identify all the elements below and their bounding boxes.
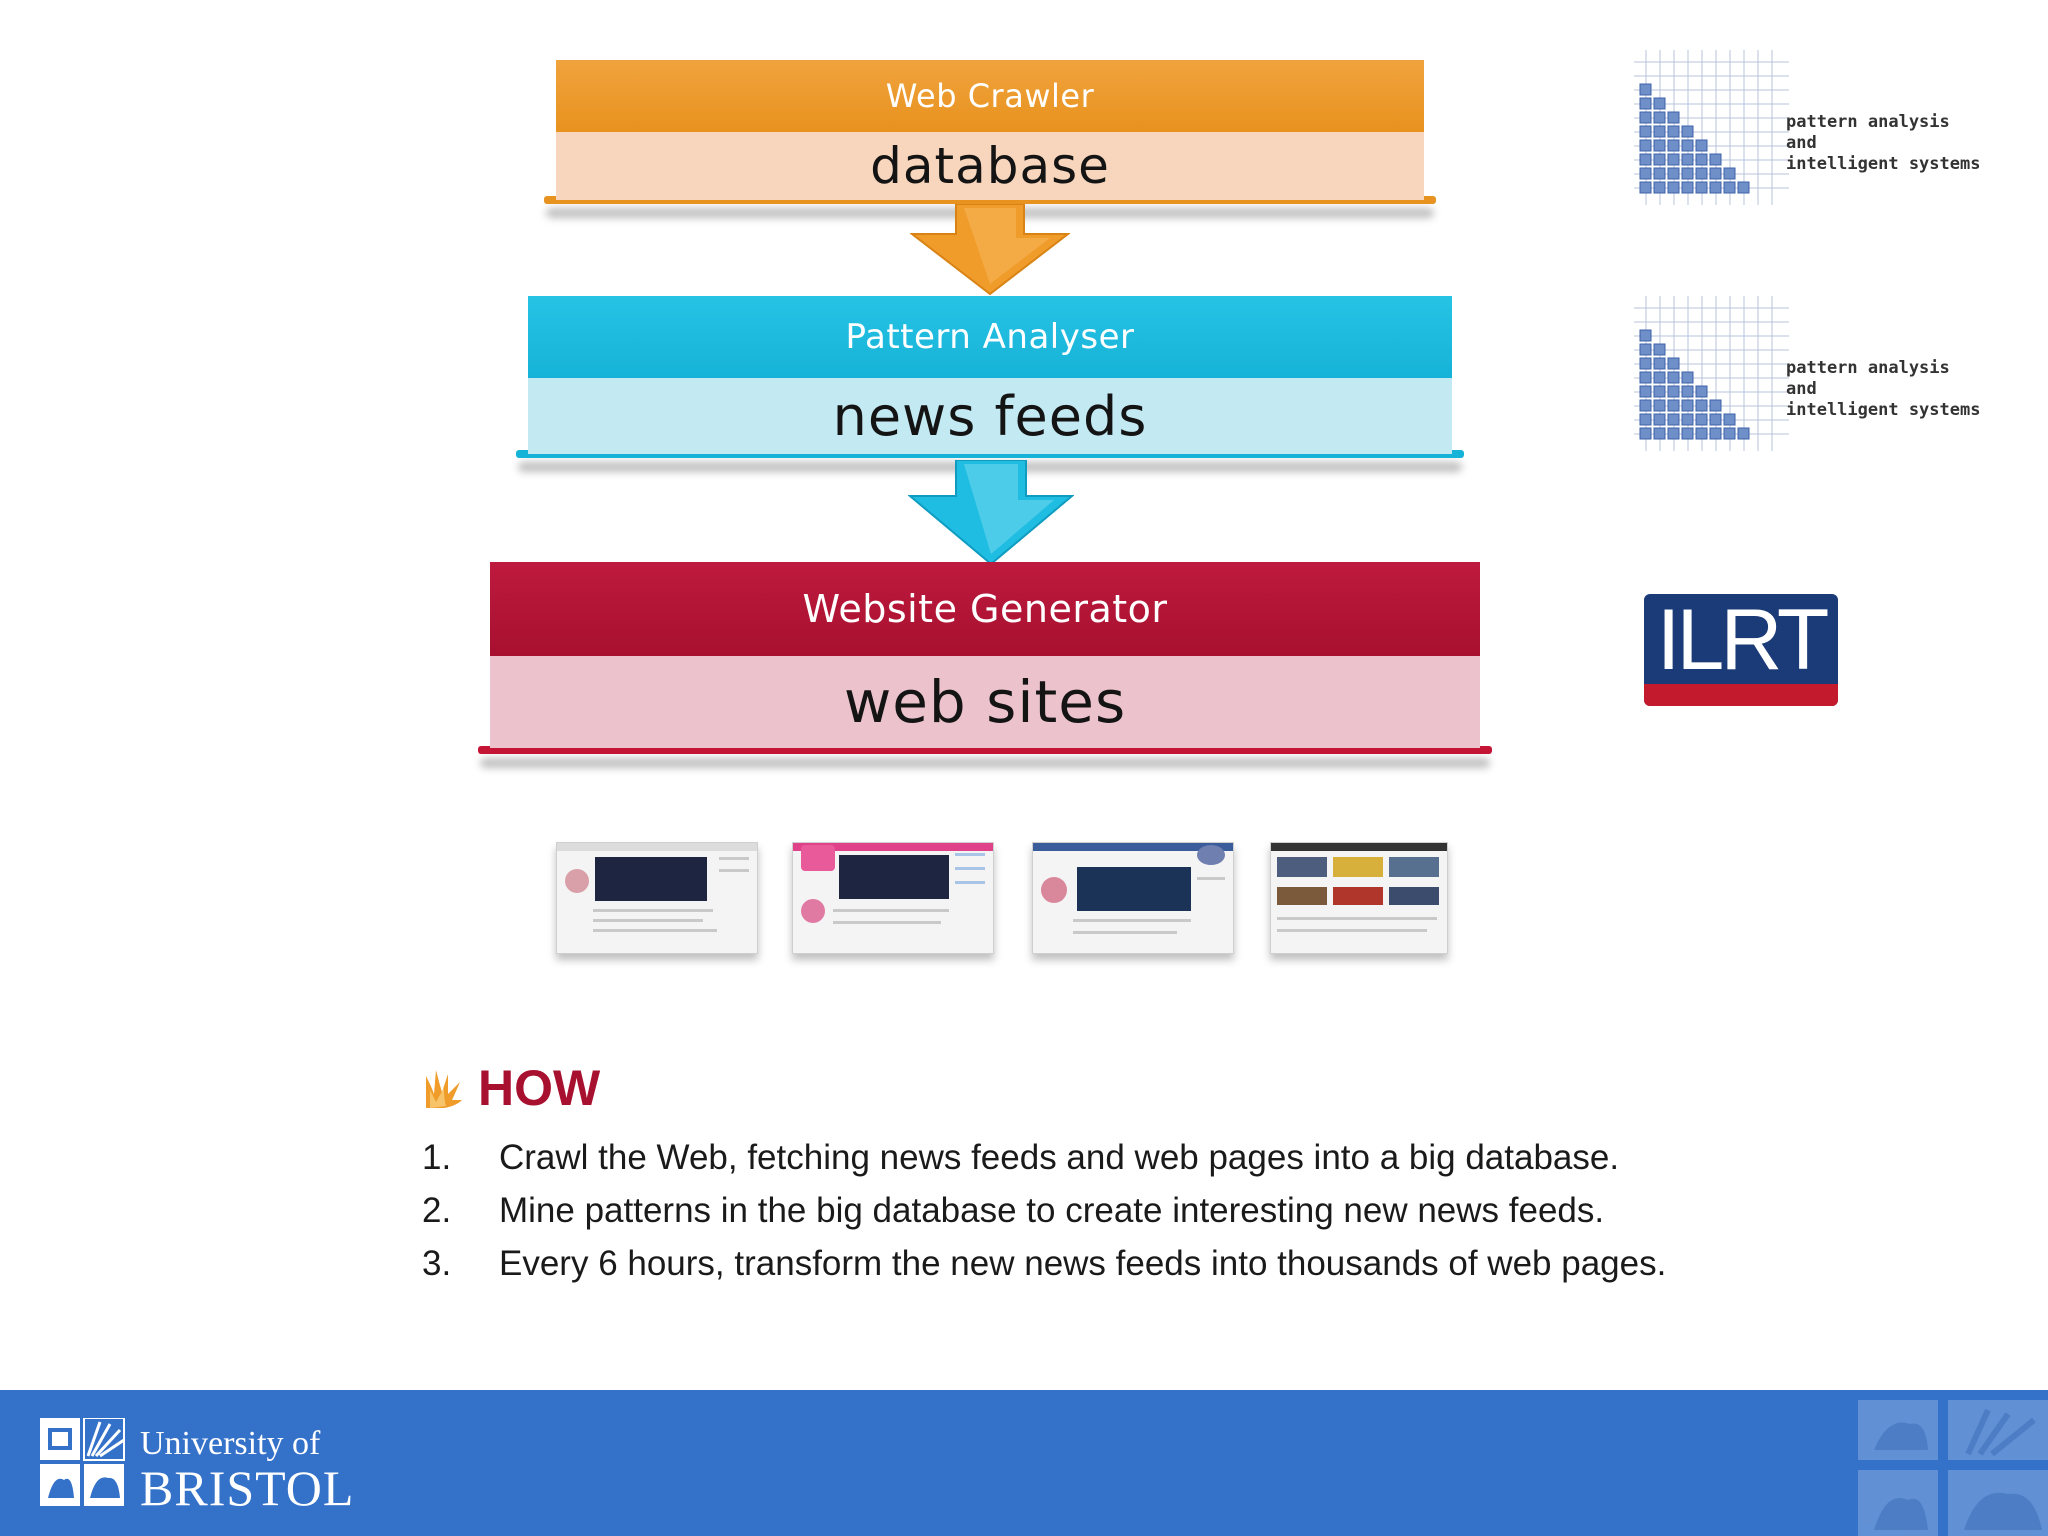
pattern-analyser-stage: Pattern Analyser news feeds [516,296,1464,472]
stage-base [544,196,1436,204]
crest-watermark-icon [1858,1400,2048,1536]
flame-bullet-icon [426,1070,462,1108]
how-title: HOW [478,1060,601,1116]
web-crawler-stage: Web Crawler database [544,60,1436,218]
step-number: 3. [422,1244,452,1283]
web-crawler-label: Web Crawler [556,60,1424,132]
pais-grid-icon [1634,296,1789,451]
step-text: Every 6 hours, transform the new news fe… [499,1244,1667,1283]
website-thumbnail [556,842,758,954]
stage-base [478,746,1492,754]
down-arrow-icon [908,460,1074,566]
stage-shadow [480,758,1490,768]
website-thumbnail [1032,842,1234,954]
step-number: 1. [422,1138,452,1177]
university-wordmark: University of BRISTOL [140,1425,355,1516]
web-sites-output-label: web sites [490,656,1480,748]
website-generator-stage: Website Generator web sites [478,562,1492,768]
website-generator-label: Website Generator [490,562,1480,656]
step-number: 2. [422,1191,452,1230]
stage-base [516,450,1464,458]
university-wordmark-line2: BRISTOL [140,1460,355,1516]
university-wordmark-line1: University of [140,1425,321,1462]
pais-logo-text: pattern analysis and intelligent systems [1786,358,1981,420]
pattern-analyser-label: Pattern Analyser [528,296,1452,378]
news-feeds-output-label: news feeds [528,378,1452,454]
down-arrow-icon [910,204,1070,296]
website-thumbnail [792,842,994,954]
pais-logo-text: pattern analysis and intelligent systems [1786,112,1981,174]
ilrt-logo: ILRT [1644,594,1838,706]
step-text: Crawl the Web, fetching news feeds and w… [499,1138,1620,1177]
pais-grid-icon [1634,50,1789,205]
how-heading: HOW [422,1058,600,1118]
step-text: Mine patterns in the big database to cre… [499,1191,1605,1230]
university-crest-icon [40,1418,125,1506]
pais-logo: pattern analysis and intelligent systems [1634,40,1980,210]
ilrt-logo-stripe [1644,684,1838,706]
database-output-label: database [556,132,1424,200]
pais-logo: pattern analysis and intelligent systems [1634,286,1980,456]
ilrt-logo-text: ILRT [1656,594,1830,688]
website-thumbnail [1270,842,1448,954]
footer-bar: University of BRISTOL [0,1390,2048,1536]
